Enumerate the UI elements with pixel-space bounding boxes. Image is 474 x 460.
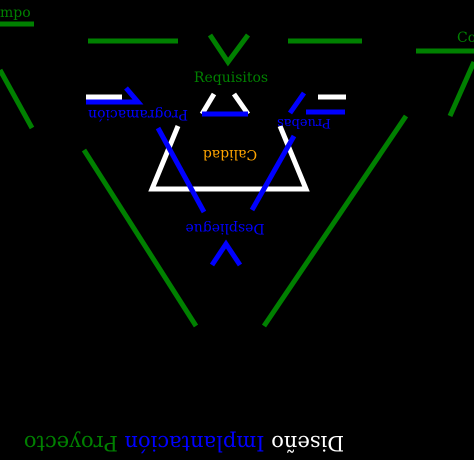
- white-triangle: [86, 92, 346, 192]
- green-left-edge-upper: [0, 68, 35, 130]
- green-top-vertex: [207, 33, 251, 67]
- label-costo-partial: Co: [457, 30, 474, 46]
- bottom-title-proyecto: Proyecto: [24, 431, 118, 455]
- green-triangle: [0, 21, 474, 328]
- blue-left-edge: [155, 126, 207, 214]
- blue-right-edge: [249, 134, 297, 212]
- bottom-title-diseno: Diseño: [271, 431, 344, 455]
- label-programacion: Programación: [88, 106, 188, 122]
- green-right-edge-upper: [447, 60, 474, 118]
- blue-triangle: [86, 86, 345, 267]
- white-top-right-fragment: [231, 92, 251, 116]
- blue-top-segment-right-a: [287, 91, 307, 115]
- label-calidad: Calidad: [203, 146, 257, 162]
- bottom-title-text: Diseño Implantación Proyecto: [24, 431, 344, 455]
- green-left-edge-lower: [81, 148, 199, 328]
- blue-bottom-vertex: [209, 239, 243, 267]
- label-requisitos: Requisitos: [194, 70, 268, 86]
- white-triangle-outline: [148, 125, 310, 192]
- bottom-title-space-2: [118, 431, 125, 455]
- label-tiempo-partial: mpo: [0, 5, 31, 21]
- label-pruebas: Pruebas: [277, 115, 331, 130]
- bottom-title-space-1: [265, 431, 272, 455]
- label-despliegue: Despliegue: [185, 220, 264, 236]
- bottom-title: Diseño Implantación Proyecto: [24, 431, 344, 455]
- white-top-left-fragment: [199, 92, 217, 116]
- bottom-title-implantacion: Implantación: [124, 431, 264, 455]
- blue-top-left-corner: [86, 86, 144, 105]
- green-right-edge-lower: [261, 114, 409, 328]
